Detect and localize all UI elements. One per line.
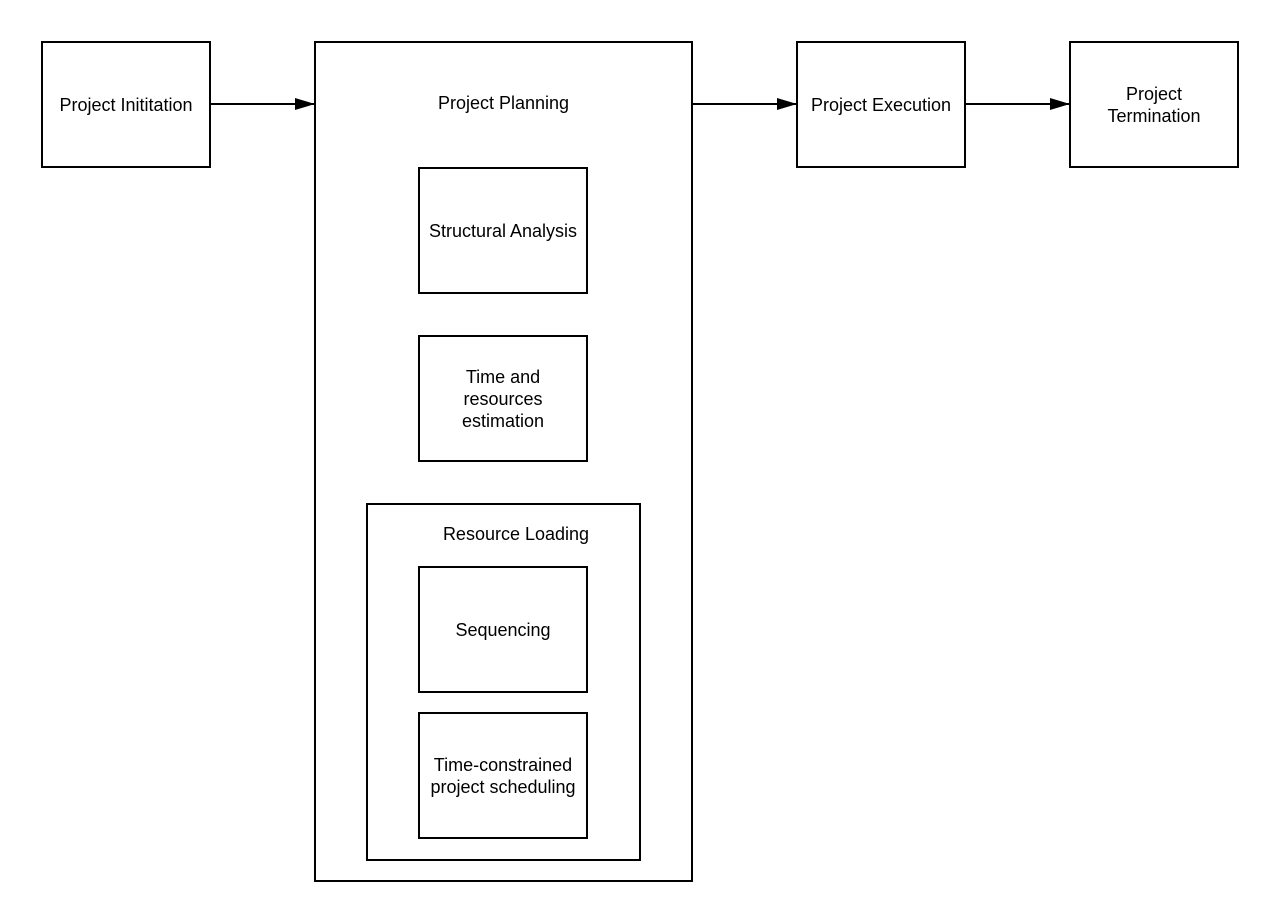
project-planning-label: Project Planning bbox=[437, 93, 570, 113]
sequencing-box: Sequencing bbox=[418, 566, 588, 693]
project-initiation-label: Project Inititation bbox=[59, 94, 193, 115]
project-execution-label: Project Execution bbox=[810, 94, 952, 115]
project-termination-box: Project Termination bbox=[1069, 41, 1239, 168]
time-constrained-scheduling-box: Time-constrained project scheduling bbox=[418, 712, 588, 839]
time-resources-estimation-label: Time and resources estimation bbox=[461, 366, 545, 431]
project-initiation-box: Project Inititation bbox=[41, 41, 211, 168]
time-resources-estimation-box: Time and resources estimation bbox=[418, 335, 588, 462]
structural-analysis-box: Structural Analysis bbox=[418, 167, 588, 294]
sequencing-label: Sequencing bbox=[455, 619, 551, 640]
project-execution-box: Project Execution bbox=[796, 41, 966, 168]
project-termination-label: Project Termination bbox=[1107, 83, 1201, 126]
structural-analysis-label: Structural Analysis bbox=[428, 220, 578, 241]
time-constrained-scheduling-label: Time-constrained project scheduling bbox=[430, 754, 576, 797]
resource-loading-label: Resource Loading bbox=[442, 524, 590, 544]
